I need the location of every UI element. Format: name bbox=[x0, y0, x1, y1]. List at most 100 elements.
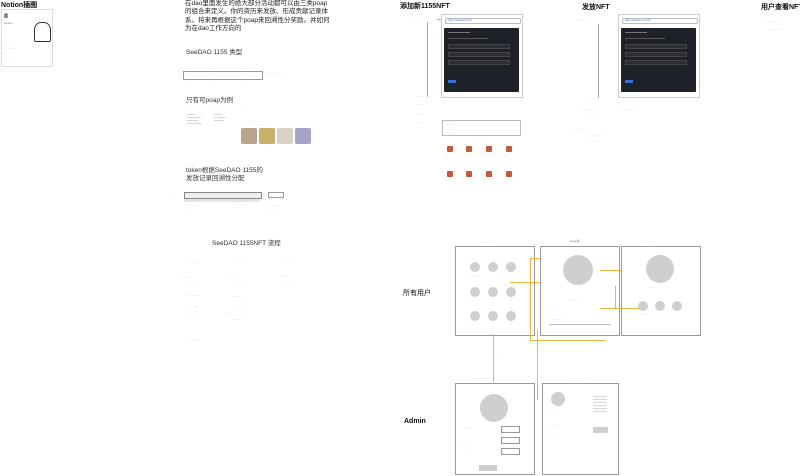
url-text: https://seedao.xyz/nft bbox=[448, 19, 472, 22]
flow-connector bbox=[510, 282, 540, 283]
notion-card-line: ··· ··· ··· bbox=[4, 46, 15, 50]
admin-add-nft-grid: ···· ···· ···· ···· ···· ···· ···· ···· bbox=[445, 146, 519, 191]
flow-note: ·· ·· ··· bbox=[187, 283, 196, 287]
admin-add-detail-box: ··· ·· ··· ·· ··· ·· bbox=[442, 120, 521, 136]
poap-types-table: ····· ···· ·· ··· ·· · ·· · ·· · ···· ··… bbox=[183, 64, 263, 89]
detail-line: ·· ··· ·· bbox=[446, 127, 455, 131]
admin-add-form-line: ·· ··· ·· bbox=[416, 112, 425, 116]
poap-example-title: 只有可poap为例 bbox=[186, 97, 233, 104]
admin-add-title: 添加新1155NFT bbox=[400, 3, 450, 10]
upload-image-placeholder[interactable] bbox=[480, 394, 508, 422]
flow-title: SeeDAO 1155NFT 流程 bbox=[212, 240, 281, 247]
flow-note: ··· ····· bbox=[228, 274, 237, 278]
nft-circle[interactable] bbox=[488, 287, 498, 297]
screenshot-button bbox=[625, 80, 633, 83]
flow-connector bbox=[537, 330, 538, 400]
nft-circle[interactable] bbox=[672, 301, 682, 311]
amount-input[interactable] bbox=[501, 448, 520, 455]
nft-circle[interactable] bbox=[655, 301, 665, 311]
notion-card-line: ···· · ··· bbox=[4, 41, 14, 45]
nft-circle[interactable] bbox=[506, 287, 516, 297]
admin-issue-red-note: ··· ·· ····· bbox=[588, 139, 600, 143]
address-list bbox=[593, 396, 607, 414]
url-text: https://seedao.xyz/mint bbox=[625, 19, 651, 22]
nft-circle[interactable] bbox=[638, 301, 648, 311]
admin-issue-note: ······ ·· ···· bbox=[622, 107, 636, 111]
field-label: ······ ··· bbox=[460, 438, 470, 442]
connector-line bbox=[437, 19, 443, 20]
poap-thumb-4 bbox=[295, 128, 311, 144]
poap-example-label: ···· bbox=[214, 107, 218, 111]
table-cell: ···· bbox=[188, 80, 192, 84]
table-cell: · ·· · bbox=[240, 80, 246, 84]
admin-add-grid-caption: ·· ··· bbox=[476, 136, 482, 140]
flow-note: ····· ····· bbox=[232, 294, 243, 298]
admin-add-form-line: ······ bbox=[416, 120, 422, 124]
flow-red-note: ··· ····· bbox=[224, 311, 233, 315]
admin-issue-note: ····· bbox=[588, 97, 593, 101]
user-view-red-note: ··· ·· ·· ··· bbox=[765, 19, 778, 23]
url-bar[interactable]: https://seedao.xyz/mint bbox=[622, 18, 698, 24]
flow-connector bbox=[530, 258, 540, 259]
table-cell: ····· bbox=[188, 65, 193, 69]
notion-card-line: ···· · ··· bbox=[4, 56, 14, 60]
admin-issue-screenshot bbox=[621, 28, 696, 92]
token-note: ·· · ··· bbox=[186, 203, 194, 207]
flow-red-note: ···· ·· ···· bbox=[232, 317, 244, 321]
token-left-marker: ·· bbox=[170, 192, 172, 196]
field-label: ··· ···· bbox=[463, 426, 471, 430]
frame-title: poap详 bbox=[570, 239, 580, 243]
flow-column-header: ··· ···· bbox=[284, 261, 292, 265]
notion-card-line: ··· bbox=[4, 51, 7, 55]
table-cell: ···· bbox=[213, 80, 217, 84]
admin-issue-title: 发放NFT bbox=[582, 4, 610, 11]
nft-circle[interactable] bbox=[470, 262, 480, 272]
admin-issue-browser: https://seedao.xyz/mint bbox=[618, 14, 700, 98]
notion-card: 盘 Notion ··· ···· · ··· ··· ··· ··· ··· … bbox=[1, 9, 53, 67]
all-users-label: 所有用户 bbox=[403, 290, 431, 297]
field-label: ·· ···· ···· bbox=[550, 317, 562, 321]
frame-title: ·· ·· ···· bbox=[645, 239, 655, 243]
nft-circle[interactable] bbox=[470, 311, 480, 321]
frame-title: ··· ·· bbox=[484, 239, 490, 243]
nft-circle[interactable] bbox=[506, 262, 516, 272]
poap-thumb-1 bbox=[241, 128, 257, 144]
admin-create-frame: ··· ···· ······ ··· ·· ··· ···· bbox=[455, 383, 535, 475]
admin-issue-red-note: ······ ·· ···· bbox=[573, 127, 587, 131]
flow-connector bbox=[530, 258, 531, 340]
flow-red-note: ··· · ····· bbox=[187, 304, 198, 308]
nft-circle[interactable] bbox=[488, 311, 498, 321]
nft-circle[interactable] bbox=[506, 311, 516, 321]
token-note: ·· ·· · bbox=[186, 210, 193, 214]
flow-column-header: ······ bbox=[238, 261, 244, 265]
table-cell: ·· · bbox=[213, 72, 217, 76]
nft-circle[interactable] bbox=[488, 262, 498, 272]
submit-button[interactable]: ···· bbox=[479, 465, 497, 471]
admin-issue-note: ···· ···· bbox=[593, 133, 602, 137]
token-bar-small bbox=[268, 192, 284, 198]
nft-circle[interactable] bbox=[470, 287, 480, 297]
admin-issue-frame: ··· ···· ······ ··· ·· ··· ···· bbox=[542, 383, 619, 475]
admin-add-red-note: ··· ····· bbox=[416, 102, 425, 106]
name-input[interactable] bbox=[501, 426, 520, 433]
table-cell: ·· · bbox=[240, 72, 244, 76]
url-bar[interactable]: https://seedao.xyz/nft bbox=[445, 18, 521, 24]
notion-title: Notion插图 bbox=[1, 2, 38, 9]
admin-issue-note: ······ ·· ···· bbox=[582, 107, 596, 111]
description-input[interactable] bbox=[501, 437, 520, 444]
poap-example-label: ···· bbox=[187, 107, 191, 111]
poap-thumb-3 bbox=[277, 128, 293, 144]
connector-line bbox=[427, 22, 428, 97]
poap-example-caption: ···· ····· ·· ····· ···· ····· bbox=[241, 119, 271, 123]
poap-detail-image bbox=[563, 255, 593, 285]
notion-card-line: Notion bbox=[4, 21, 13, 25]
token-note: ····· ·· ··· bbox=[268, 203, 280, 207]
flow-note: ·· ·· ··· bbox=[238, 282, 247, 286]
token-bar bbox=[184, 192, 262, 199]
poap-types-title: SeeDAO 1155 类型 bbox=[186, 49, 243, 56]
poap-detail-frame: ··· ·· ···· ····· ·· ···· ···· bbox=[540, 246, 620, 336]
table-cell: ···· bbox=[213, 65, 217, 69]
poap-example-list bbox=[187, 114, 207, 128]
issue-button[interactable]: ···· bbox=[593, 427, 608, 433]
admin-add-form-line: ······ bbox=[442, 94, 448, 98]
